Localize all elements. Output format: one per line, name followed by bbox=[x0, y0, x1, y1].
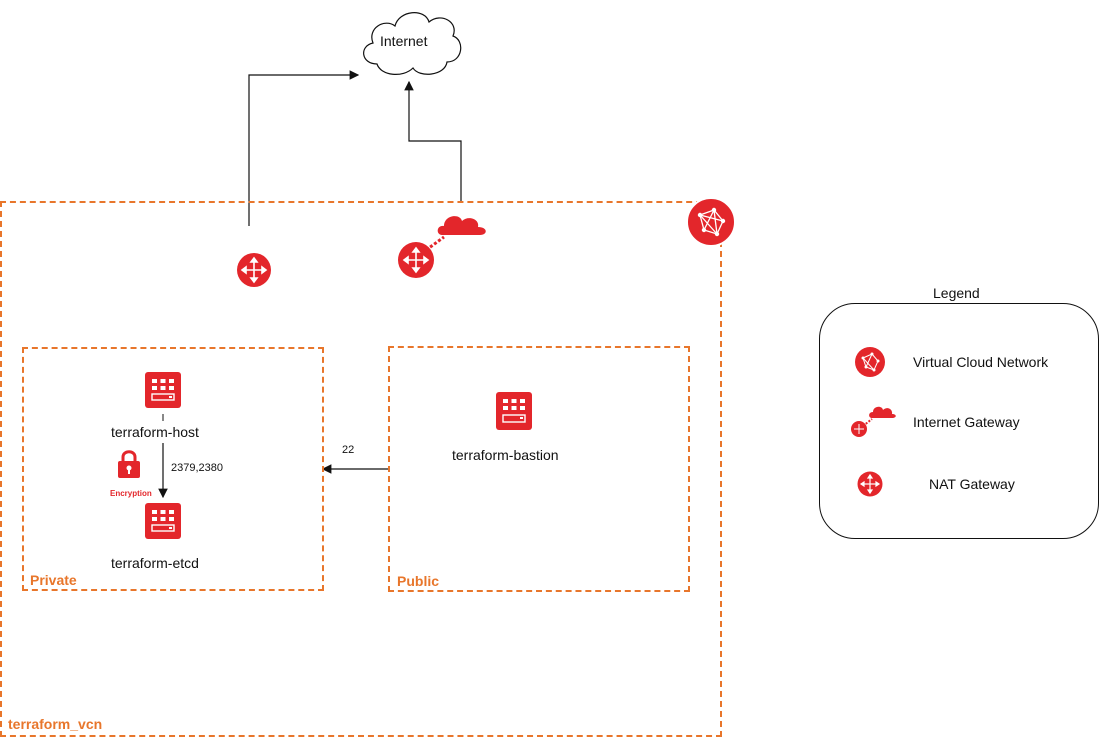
legend-nat-gateway-icon bbox=[857, 471, 883, 497]
private-subnet-label: Private bbox=[30, 572, 77, 588]
legend-vcn-icon bbox=[854, 346, 886, 378]
etcd-instance-icon bbox=[145, 503, 181, 539]
host-instance-icon bbox=[145, 372, 181, 408]
internet-cloud: Internet bbox=[355, 6, 465, 78]
vcn-icon bbox=[686, 197, 736, 247]
cloud-icon bbox=[363, 12, 462, 75]
legend-title: Legend bbox=[933, 285, 980, 301]
bastion-instance-icon bbox=[496, 392, 532, 430]
vcn-label: terraform_vcn bbox=[8, 716, 103, 732]
internet-label: Internet bbox=[380, 33, 428, 49]
nat-to-internet-line bbox=[248, 70, 360, 226]
public-subnet bbox=[388, 346, 690, 592]
igw-to-internet-line bbox=[404, 80, 462, 203]
etcd-label: terraform-etcd bbox=[111, 555, 199, 571]
legend-panel bbox=[819, 303, 1099, 539]
host-label: terraform-host bbox=[111, 424, 199, 440]
nat-gateway-icon bbox=[236, 252, 272, 288]
private-subnet bbox=[22, 347, 324, 591]
legend-nat-gateway-label: NAT Gateway bbox=[929, 476, 1015, 492]
encryption-label: Encryption bbox=[110, 489, 152, 498]
legend-internet-gateway-label: Internet Gateway bbox=[913, 414, 1020, 430]
legend-vcn-label: Virtual Cloud Network bbox=[913, 354, 1049, 370]
etcd-ports-label: 2379,2380 bbox=[171, 462, 223, 474]
internet-gateway-icon bbox=[398, 207, 490, 281]
bastion-label: terraform-bastion bbox=[452, 447, 559, 463]
ssh-port-label: 22 bbox=[342, 444, 355, 456]
vcn-boundary bbox=[0, 201, 722, 737]
public-subnet-label: Public bbox=[397, 573, 440, 589]
legend-internet-gateway-icon bbox=[850, 404, 896, 438]
lock-icon bbox=[116, 448, 142, 480]
